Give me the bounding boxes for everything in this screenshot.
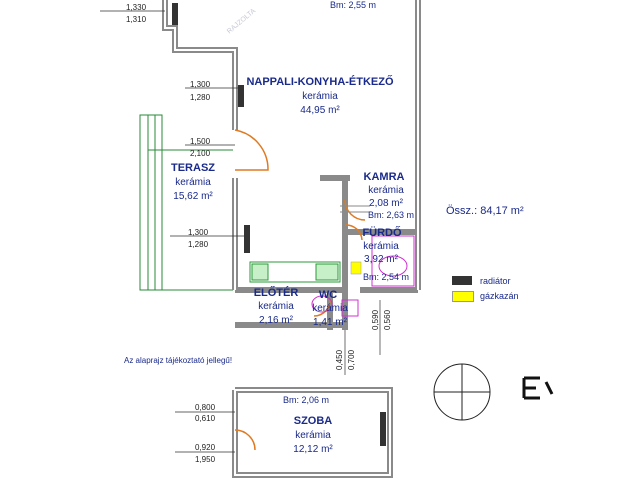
windows: [172, 3, 386, 446]
bathroom-fixtures: [311, 235, 415, 317]
room-furdo-area: 3,92 m²: [364, 254, 398, 265]
room-kamra-area: 2,08 m²: [369, 198, 403, 209]
room-wc-area: 1,41 m²: [313, 317, 347, 328]
disclaimer-note: Az alaprajz tájékoztató jellegű!: [124, 356, 233, 365]
legend-radiator-swatch: [452, 276, 472, 285]
dimension-door-width: 1,500: [190, 137, 211, 146]
room-wc-name: WC: [318, 289, 338, 301]
dimension-vertical-1a: 0,590: [371, 309, 380, 330]
dimension-vertical-2b: 0,700: [347, 349, 356, 370]
room-nappali-name: NAPPALI-KONYHA-ÉTKEZŐ: [246, 76, 394, 88]
dimension-vertical-1b: 0,560: [383, 309, 392, 330]
height-szoba: Bm: 2,06 m: [283, 395, 330, 405]
dimension-window-4-width: 0,800: [195, 403, 216, 412]
room-eloter-area: 2,16 m²: [259, 315, 293, 326]
room-nappali-material: kerámia: [302, 91, 338, 102]
room-nappali-area: 44,95 m²: [300, 105, 340, 116]
doors: [234, 129, 366, 451]
dimension-window-3-height: 1,280: [188, 240, 209, 249]
room-furdo-name: FÜRDŐ: [362, 227, 402, 239]
compass-symbol: [433, 363, 491, 421]
room-eloter-name: ELŐTÉR: [253, 287, 299, 299]
kamra-shelves: [340, 205, 370, 213]
dimension-window-1-height: 1,310: [126, 15, 147, 24]
legend-gazkazan-swatch: [452, 291, 474, 302]
dimension-window-4-height: 0,610: [195, 414, 216, 423]
room-eloter-material: kerámia: [258, 301, 294, 312]
height-top: Bm: 2,55 m: [330, 0, 377, 10]
dimension-vertical-2a: 0,450: [335, 349, 344, 370]
dimension-window-2-width: 1,300: [190, 80, 211, 89]
room-szoba-area: 12,12 m²: [293, 444, 333, 455]
room-terasz-name: TERASZ: [171, 162, 215, 174]
wall-inner-lines: [164, 0, 419, 476]
room-terasz-material: kerámia: [175, 177, 211, 188]
room-kamra-material: kerámia: [368, 185, 404, 196]
dimension-window-1-width: 1,330: [126, 3, 147, 12]
height-kamra: Bm: 2,63 m: [368, 210, 415, 220]
room-szoba-name: SZOBA: [293, 415, 333, 427]
room-terasz-area: 15,62 m²: [173, 191, 213, 202]
room-szoba-material: kerámia: [295, 430, 331, 441]
dimension-door-height: 2,100: [190, 149, 211, 158]
dimension-window-2-height: 1,280: [190, 93, 211, 102]
dimension-leaders: [100, 10, 381, 453]
total-area: Össz.: 84,17 m²: [446, 205, 524, 217]
north-arrow-icon: [522, 376, 554, 400]
gas-boiler: [350, 261, 362, 275]
kitchen-counter: [249, 261, 341, 283]
dimension-window-5-height: 1,950: [195, 455, 216, 464]
height-furdo: Bm: 2,54 m: [363, 272, 410, 282]
room-wc-material: kerámia: [312, 303, 348, 314]
terrace-outline: [139, 114, 233, 291]
room-furdo-material: kerámia: [363, 241, 399, 252]
dimension-window-5-width: 0,920: [195, 443, 216, 452]
legend-radiator-label: radiátor: [480, 276, 511, 286]
room-kamra-name: KAMRA: [363, 171, 405, 183]
legend-gazkazan-label: gázkazán: [480, 291, 519, 301]
dimension-window-3-width: 1,300: [188, 228, 209, 237]
